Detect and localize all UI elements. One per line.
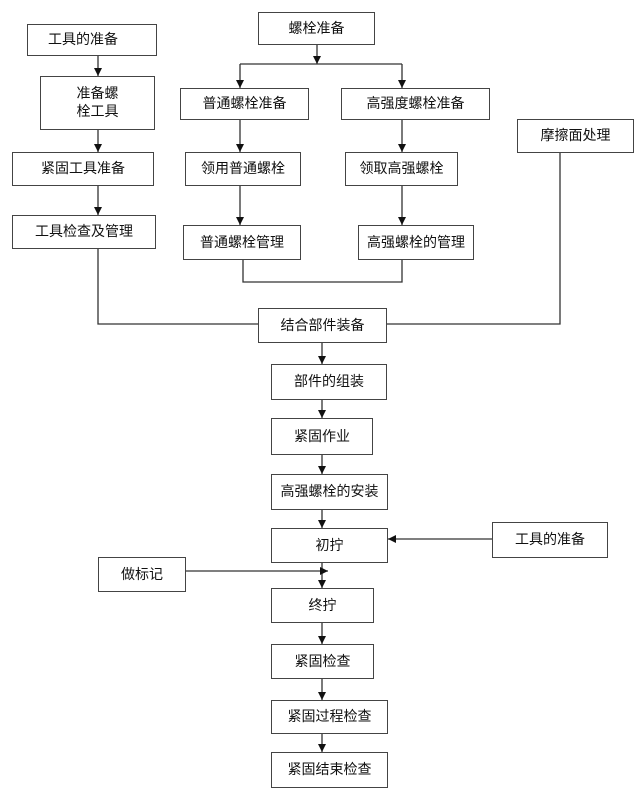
part-assembly-box: 部件的组装: [271, 364, 387, 400]
tighten-work-box: 紧固作业: [271, 418, 373, 455]
initial-twist-box: 初拧: [271, 528, 388, 563]
tighten-tool-prep-box: 紧固工具准备: [12, 152, 154, 186]
joint-assembly-box: 结合部件装备: [258, 308, 387, 343]
mark-box: 做标记: [98, 557, 186, 592]
tool-check-box: 工具检查及管理: [12, 215, 156, 249]
bolt-prep-box: 螺栓准备: [258, 12, 375, 45]
friction-surface-box: 摩擦面处理: [517, 119, 634, 153]
bolt-tool-prep-box: 准备螺 栓工具: [40, 76, 155, 130]
tighten-check-box: 紧固检查: [271, 644, 374, 679]
collect-hs-bolt-box: 领取高强螺栓: [345, 152, 458, 186]
hs-bolt-install-box: 高强螺栓的安装: [271, 474, 388, 510]
tool-prep-box: 工具的准备: [27, 24, 157, 56]
normal-bolt-prep-box: 普通螺栓准备: [180, 88, 309, 120]
hs-bolt-mgmt-box: 高强螺栓的管理: [358, 225, 474, 260]
hs-bolt-prep-box: 高强度螺栓准备: [341, 88, 490, 120]
collect-normal-bolt-box: 领用普通螺栓: [185, 152, 301, 186]
tighten-process-check-box: 紧固过程检查: [271, 700, 388, 734]
final-twist-box: 终拧: [271, 588, 374, 623]
tighten-end-check-box: 紧固结束检查: [271, 752, 388, 788]
tool-prep-2-box: 工具的准备: [492, 522, 608, 558]
normal-bolt-mgmt-box: 普通螺栓管理: [183, 225, 301, 260]
